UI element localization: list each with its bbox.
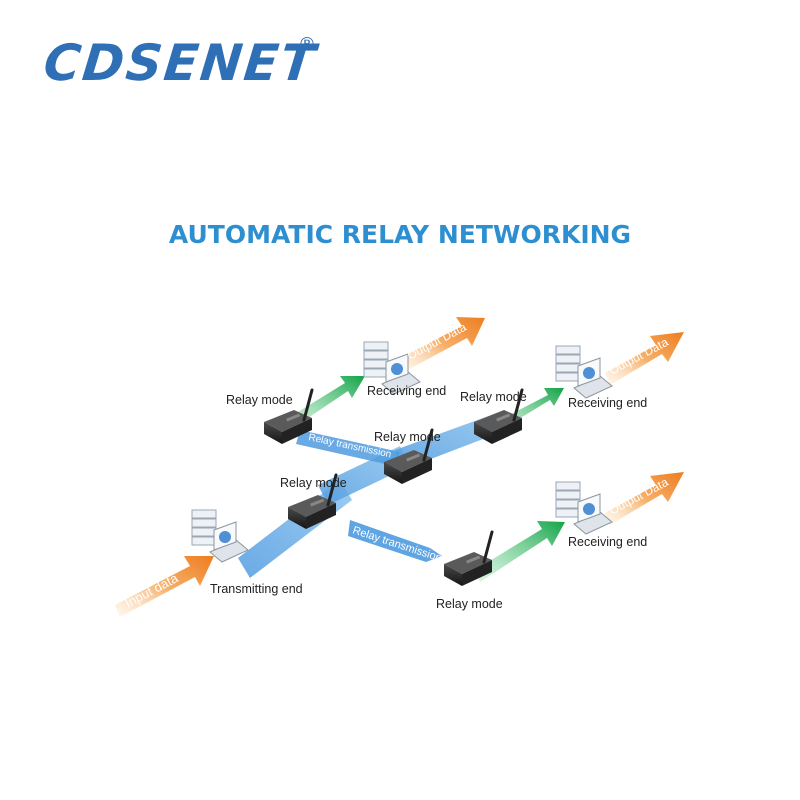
receiving-end-label-1: Receiving end — [367, 384, 447, 398]
transmitter-station-icon — [191, 509, 249, 563]
receiver-station-icon-2 — [555, 345, 613, 399]
orange-arrows — [115, 317, 684, 617]
receiving-end-label-2: Receiving end — [568, 396, 648, 410]
output-data-label-2: Output Data — [607, 335, 671, 378]
relay-mode-label-2: Relay mode — [460, 390, 527, 404]
relay-mode-label-3: Relay mode — [374, 430, 441, 444]
relay-mode-label-1: Relay mode — [226, 393, 293, 407]
receiving-end-label-3: Receiving end — [568, 535, 648, 549]
input-data-label: Input data — [122, 570, 181, 611]
output-data-label-3: Output Data — [607, 475, 671, 518]
relay-mode-label-4: Relay mode — [280, 476, 347, 490]
receiver-station-icon-3 — [555, 481, 613, 535]
transmitting-end-label: Transmitting end — [210, 582, 303, 596]
registered-mark: ® — [298, 34, 316, 55]
relay-mode-label-5: Relay mode — [436, 597, 503, 611]
relay-transmission-label-2: Relay transmission — [351, 524, 443, 564]
page-title: AUTOMATIC RELAY NETWORKING — [168, 220, 632, 249]
